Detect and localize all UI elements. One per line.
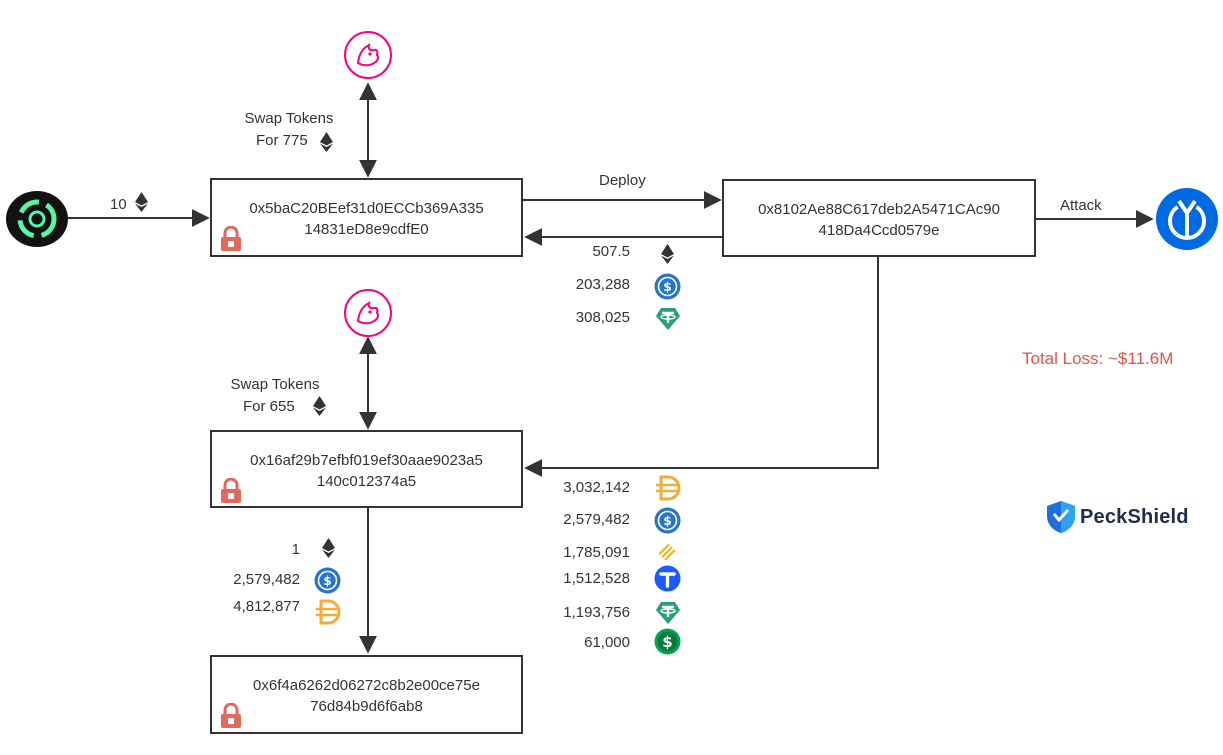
address-text: 0x5baC20BEef31d0ECCb369A335 14831eD8e9cd… [249, 200, 484, 238]
svg-text:$: $ [662, 633, 672, 651]
tusd-icon [654, 565, 681, 592]
peckshield-shield-icon [1047, 501, 1075, 533]
eth-icon [320, 132, 333, 152]
address-text: 0x16af29b7efbf019ef30aae9023a5 140c01237… [250, 452, 483, 490]
funding-label: 10 [110, 196, 127, 213]
uniswap-icon [343, 288, 393, 338]
usdt-icon [655, 601, 681, 625]
lock-icon [220, 225, 242, 257]
svg-text:$: $ [323, 574, 331, 588]
receiver-address-box: 0x16af29b7efbf019ef30aae9023a5 140c01237… [210, 430, 523, 508]
transfer-amount: 1,193,756 [563, 604, 630, 621]
swap-top-line2: For 775 [256, 132, 308, 149]
uniswap-icon [343, 30, 393, 80]
eth-icon [322, 538, 335, 558]
swap-top-line1: Swap Tokens [244, 110, 334, 127]
svg-text:$: $ [663, 280, 671, 294]
transfer-amount: 1,512,528 [563, 570, 630, 587]
exploiter-address-box: 0x5baC20BEef31d0ECCb369A335 14831eD8e9cd… [210, 178, 523, 257]
address-text: 0x8102Ae88C617deb2A5471CAc90 418Da4Ccd05… [758, 201, 1000, 239]
total-loss-text: Total Loss: ~$11.6M [1022, 349, 1174, 368]
transfer-amount: 2,579,482 [563, 511, 630, 528]
final-transfer-amount: 1 [291, 541, 300, 558]
transfer-amount: 1,785,091 [563, 544, 630, 561]
deploy-label: Deploy [599, 172, 646, 189]
eth-icon [135, 192, 148, 212]
busd-icon [659, 544, 675, 560]
swap-bottom-label: Swap Tokens For 655 [210, 374, 340, 418]
swap-top-label: Swap Tokens For 775 [224, 108, 354, 152]
arrow-attack-to-receiver [524, 257, 879, 477]
final-address-box: 0x6f4a6262d06272c8b2e00ce75e 76d84b9d6f6… [210, 655, 523, 734]
transfer-amount: 61,000 [584, 634, 630, 651]
final-transfer-amount: 2,579,482 [233, 571, 300, 588]
funding-amount: 10 [110, 196, 127, 213]
eth-icon [661, 244, 674, 264]
attack-label: Attack [1060, 197, 1102, 214]
usdc-icon: $ [314, 567, 341, 594]
attack-contract-box: 0x8102Ae88C617deb2A5471CAc90 418Da4Ccd05… [722, 179, 1036, 257]
usdc-icon: $ [654, 273, 681, 300]
lock-icon [220, 702, 242, 734]
transfer-amount: 3,032,142 [563, 479, 630, 496]
swap-bottom-line2: For 655 [243, 398, 295, 415]
final-transfer-amount: 4,812,877 [233, 598, 300, 615]
peckshield-wordmark: PeckShield [1080, 505, 1189, 528]
swap-bottom-line1: Swap Tokens [230, 376, 320, 393]
usdc-icon: $ [654, 507, 681, 534]
address-text: 0x6f4a6262d06272c8b2e00ce75e 76d84b9d6f6… [253, 677, 480, 715]
dai-icon [313, 598, 343, 626]
return-amount: 308,025 [575, 309, 630, 326]
yearn-icon [1155, 187, 1219, 251]
eth-icon [313, 396, 326, 416]
usdt-icon [655, 307, 681, 331]
tornado-cash-icon [5, 190, 69, 248]
return-amount: 203,288 [575, 276, 630, 293]
dai-icon [653, 474, 683, 502]
svg-text:$: $ [663, 514, 671, 528]
return-amount: 507.5 [592, 243, 630, 260]
lock-icon [220, 477, 242, 509]
peckshield-logo: PeckShield [1046, 500, 1189, 534]
gusd-icon: $ [654, 628, 681, 655]
